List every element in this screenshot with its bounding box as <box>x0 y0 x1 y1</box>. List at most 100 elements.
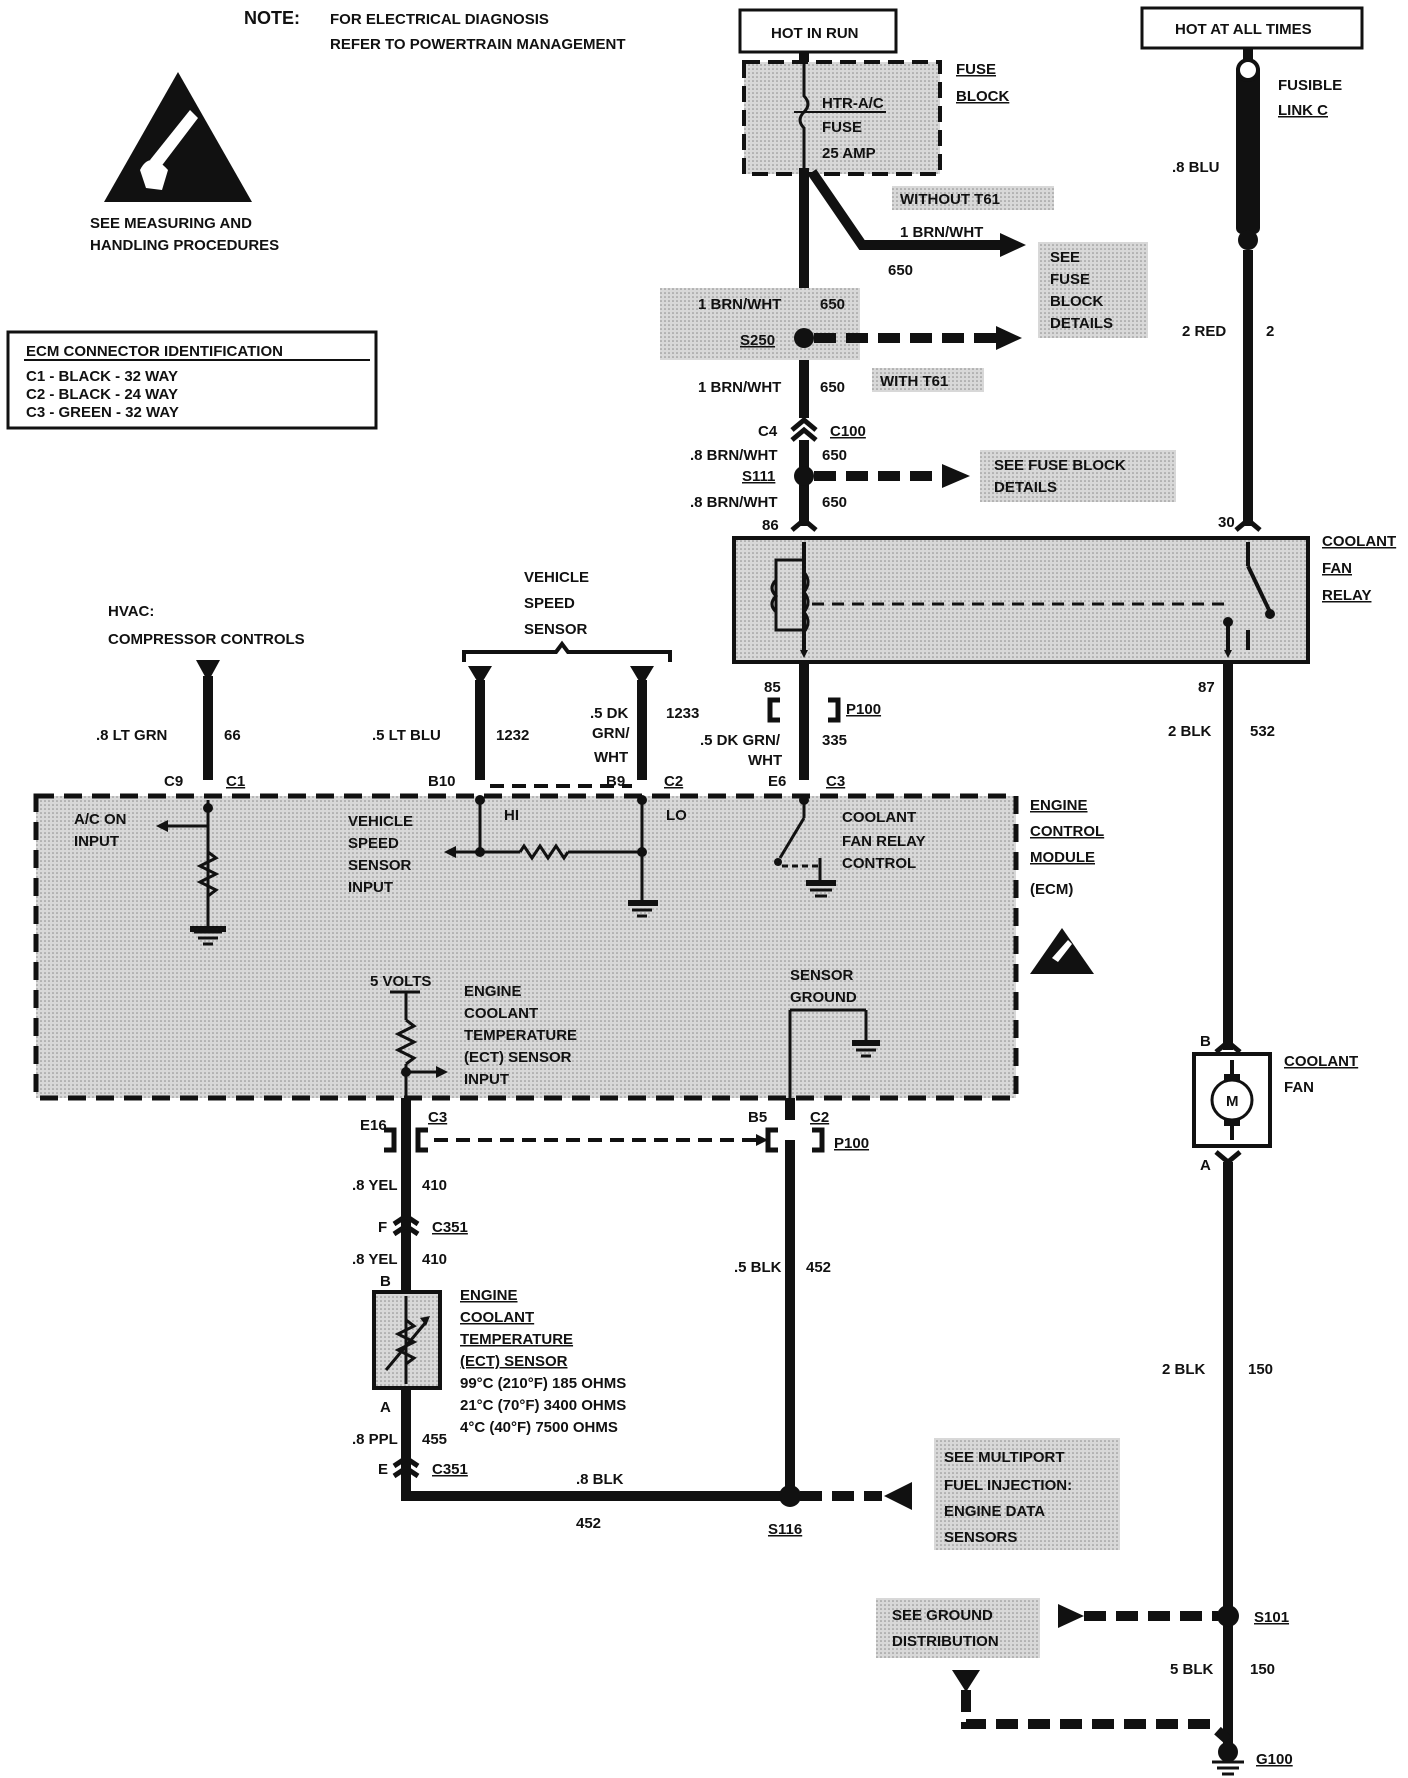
ect-sensor-label: (ECT) SENSOR <box>460 1353 568 1370</box>
hot-in-run-box <box>738 8 898 54</box>
see-fuse-block-details: FUSE <box>1050 271 1090 288</box>
note-label: NOTE: <box>244 8 300 28</box>
splice-s111: S111 <box>742 468 775 485</box>
ecm-label: CONTROL <box>1030 823 1104 840</box>
wire-label: WHT <box>594 749 628 766</box>
relay-pin-86 <box>790 516 818 532</box>
wire-label: 2 RED <box>1182 323 1226 340</box>
ecm-label: MODULE <box>1030 849 1095 866</box>
wire-452 <box>401 1476 792 1501</box>
ac-input-circuit <box>156 800 226 946</box>
wire-ground-branch <box>961 1690 1232 1744</box>
sensor-pin-a: A <box>380 1399 391 1416</box>
fuse-name: HTR-A/C <box>822 95 884 112</box>
wire-label: GRN/ <box>592 725 630 742</box>
arrow <box>756 1134 768 1146</box>
fan-pin-a-symbol <box>1214 1150 1242 1166</box>
connector-c3: C3 <box>428 1109 447 1126</box>
circuit-number: 650 <box>822 494 847 511</box>
wire-label: 1 BRN/WHT <box>900 224 983 241</box>
ground-g100: G100 <box>1256 1751 1293 1768</box>
vss-input-label: SPEED <box>348 835 399 852</box>
see-fuse-block-details: SEE FUSE BLOCK <box>994 457 1126 474</box>
fusible-link-label: FUSIBLE <box>1278 77 1342 94</box>
wire-label: 5 BLK <box>1170 1661 1214 1678</box>
fuse-block-label: BLOCK <box>956 88 1009 105</box>
circuit-number: 150 <box>1250 1661 1275 1678</box>
vss-input-label: SENSOR <box>348 857 412 874</box>
connector-c3: C3 <box>826 773 845 790</box>
fan-pin-b: B <box>1200 1033 1211 1050</box>
fan-pin-a: A <box>1200 1157 1211 1174</box>
circuit-number: 452 <box>806 1259 831 1276</box>
sensor-ground-label: GROUND <box>790 989 857 1006</box>
wire-label: .8 YEL <box>352 1177 398 1194</box>
ect-input-label: ENGINE <box>464 983 522 1000</box>
ect-sensor-spec: 21°C (70°F) 3400 OHMS <box>460 1397 626 1414</box>
ecm-id-row: C2 - BLACK - 24 WAY <box>26 386 178 403</box>
circuit-number: 1232 <box>496 727 529 744</box>
ect-sensor-label: TEMPERATURE <box>460 1331 573 1348</box>
wire-label: .8 LT GRN <box>96 727 167 744</box>
coolant-fan-relay <box>732 536 1310 664</box>
vss-label: SPEED <box>524 595 575 612</box>
ecm-connector-id-box <box>6 330 378 430</box>
pin-e6: E6 <box>768 773 786 790</box>
arrow <box>1000 233 1026 257</box>
sensor-pin-b: B <box>380 1273 391 1290</box>
circuit-number: 452 <box>576 1515 601 1532</box>
esd-warning-icon <box>104 72 252 202</box>
vss-connector-icon <box>630 666 654 686</box>
arrow <box>1058 1604 1084 1628</box>
mpfi-shade <box>934 1438 1120 1550</box>
circuit-number: 650 <box>822 447 847 464</box>
ecm-label: ENGINE <box>1030 797 1088 814</box>
mpfi-label: ENGINE DATA <box>944 1503 1045 1520</box>
wire-label: 1 BRN/WHT <box>698 379 781 396</box>
esd-warning-icon <box>1030 928 1094 974</box>
wire-label: 2 BLK <box>1168 723 1212 740</box>
pin-c4: C4 <box>758 423 778 440</box>
pin-e: E <box>378 1461 388 1478</box>
pin-86: 86 <box>762 517 779 534</box>
pin-b10: B10 <box>428 773 456 790</box>
relay-label: FAN <box>1322 560 1352 577</box>
splice-s250: S250 <box>740 332 775 349</box>
ect-sensor-spec: 99°C (210°F) 185 OHMS <box>460 1375 626 1392</box>
circuit-number: 150 <box>1248 1361 1273 1378</box>
splice-s116-dot <box>779 1485 801 1507</box>
ground-g100-icon <box>1212 1742 1244 1776</box>
fan-relay-control-label: CONTROL <box>842 855 916 872</box>
connector-c351-symbol <box>392 1212 420 1237</box>
ground-dist-label: DISTRIBUTION <box>892 1633 999 1650</box>
with-t61-label: WITH T61 <box>880 373 948 390</box>
wire-label: .8 BLU <box>1172 159 1220 176</box>
connector-c351: C351 <box>432 1461 468 1478</box>
wire-label: .5 LT BLU <box>372 727 441 744</box>
relay-label: COOLANT <box>1322 533 1396 550</box>
pin-f: F <box>378 1219 387 1236</box>
fuse-name: FUSE <box>822 119 862 136</box>
wire-label: WHT <box>748 752 782 769</box>
relay-pin-30 <box>1234 516 1262 532</box>
connector-c1: C1 <box>226 773 245 790</box>
splice-s111-dot <box>794 466 814 486</box>
with-t61-shade <box>872 368 984 392</box>
splice-s101-dot <box>1217 1605 1239 1627</box>
pin-87: 87 <box>1198 679 1215 696</box>
circuit-number: 2 <box>1266 323 1274 340</box>
ac-on-input: A/C ON <box>74 811 127 828</box>
splice-s116: S116 <box>768 1521 802 1538</box>
vss-lo: LO <box>666 807 687 824</box>
splice-s101: S101 <box>1254 1609 1289 1626</box>
circuit-number: 335 <box>822 732 847 749</box>
vss-input-label: VEHICLE <box>348 813 413 830</box>
sensor-ground-circuit <box>788 1008 880 1098</box>
relay-label: RELAY <box>1322 587 1371 604</box>
pin-c9: C9 <box>164 773 183 790</box>
ground-connector-icon <box>952 1670 980 1692</box>
ground-dist-label: SEE GROUND <box>892 1607 993 1624</box>
connector-c2: C2 <box>810 1109 829 1126</box>
esd-line1: SEE MEASURING AND <box>90 215 252 232</box>
